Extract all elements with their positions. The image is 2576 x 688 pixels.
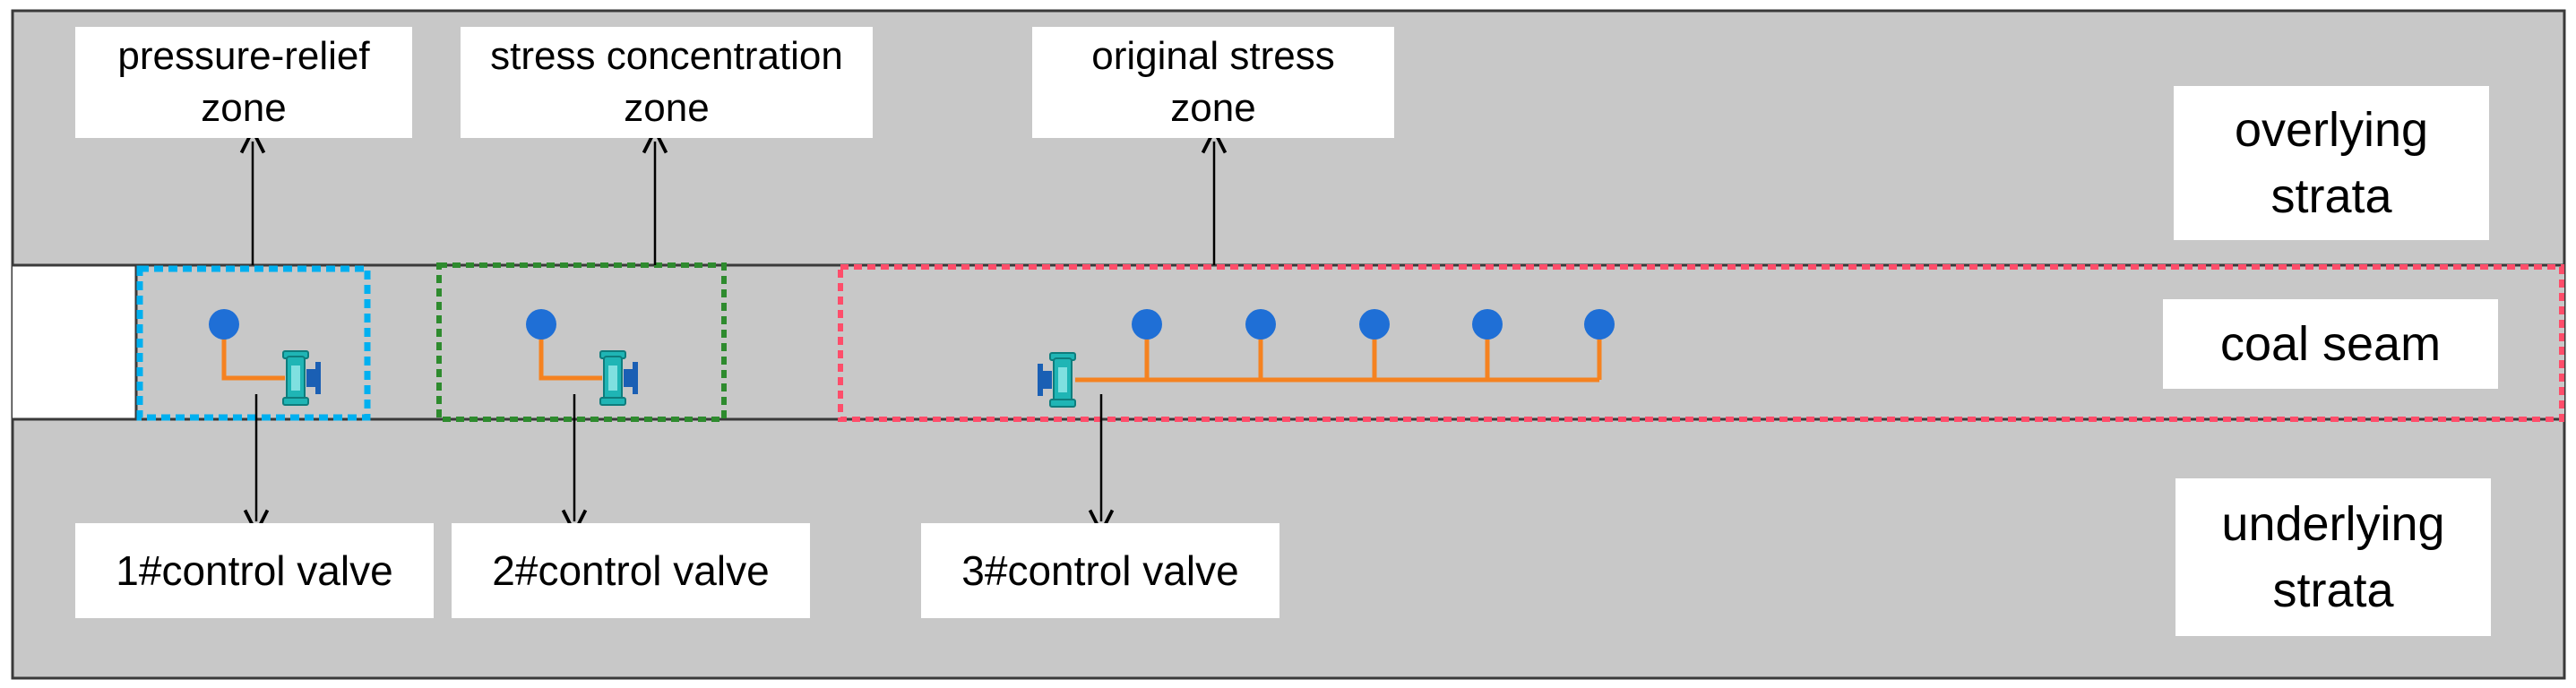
borehole-1 — [209, 309, 322, 406]
monitor-point — [526, 309, 556, 340]
monitor-point — [1132, 309, 1162, 340]
label-coal-seam: coal seam — [2163, 299, 2498, 389]
borehole-3-manifold — [1037, 309, 1615, 408]
monitor-point — [1245, 309, 1276, 340]
label-line: pressure-relief — [117, 34, 370, 78]
pressure-relief-zone-boundary — [136, 265, 371, 421]
label-line: underlying — [2221, 497, 2445, 551]
label-stress-concentration-zone: stress concentration zone — [461, 27, 873, 138]
label-line: zone — [201, 86, 287, 130]
label-line: 2#control valve — [492, 547, 770, 594]
monitor-point — [1472, 309, 1503, 340]
label-underlying-strata: underlying strata — [2175, 478, 2491, 636]
roadway-opening — [13, 265, 136, 419]
monitor-point — [209, 309, 239, 340]
monitor-point — [1359, 309, 1390, 340]
original-stress-zone-boundary — [838, 264, 2564, 422]
label-valve-3: 3#control valve — [921, 523, 1279, 618]
label-line: 3#control valve — [961, 547, 1239, 594]
label-line: coal seam — [2219, 317, 2442, 371]
label-pressure-relief-zone: pressure-relief zone — [75, 27, 412, 138]
borehole-2 — [526, 309, 639, 406]
label-line: zone — [624, 86, 710, 130]
label-valve-2: 2#control valve — [452, 523, 810, 618]
label-valve-1: 1#control valve — [75, 523, 434, 618]
label-original-stress-zone: original stress zone — [1032, 27, 1394, 138]
label-line: strata — [2272, 563, 2394, 617]
label-line: zone — [1170, 86, 1256, 130]
stress-concentration-zone-boundary — [436, 262, 727, 422]
label-line: strata — [2270, 169, 2392, 223]
label-overlying-strata: overlying strata — [2174, 86, 2489, 240]
label-line: stress concentration — [490, 34, 843, 78]
monitor-point — [1584, 309, 1615, 340]
label-line: overlying — [2234, 103, 2429, 157]
label-line: 1#control valve — [116, 547, 393, 594]
label-line: original stress — [1091, 34, 1335, 78]
